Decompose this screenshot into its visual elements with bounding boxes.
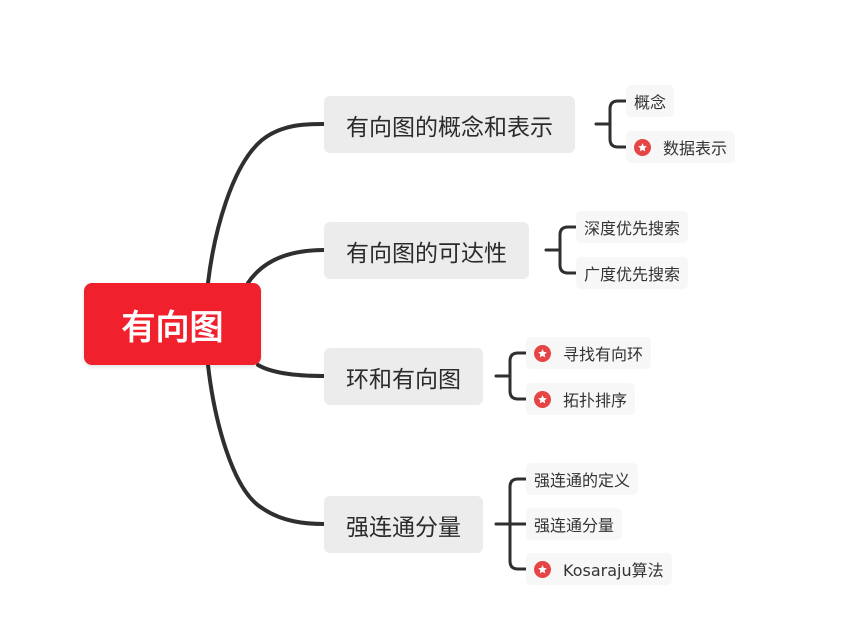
star-icon (534, 344, 551, 362)
star-icon (534, 390, 551, 408)
connector-branch-3-children (494, 351, 528, 401)
branch-node-concept-representation[interactable]: 有向图的概念和表示 (324, 96, 575, 153)
connector-root-branch-1 (206, 122, 326, 285)
branch-label: 有向图的概念和表示 (346, 114, 553, 141)
branch-node-cycles[interactable]: 环和有向图 (324, 348, 483, 405)
branch-node-reachability[interactable]: 有向图的可达性 (324, 222, 529, 279)
leaf-node-concept[interactable]: 概念 (626, 85, 675, 117)
leaf-node-kosaraju[interactable]: Kosaraju算法 (526, 553, 672, 585)
leaf-node-scc-definition[interactable]: 强连通的定义 (526, 463, 639, 495)
leaf-node-topological-sort[interactable]: 拓扑排序 (526, 383, 636, 415)
branch-label: 强连通分量 (346, 514, 461, 541)
connector-root-branch-3 (256, 363, 326, 378)
star-icon (534, 560, 551, 578)
leaf-label: 拓扑排序 (563, 391, 628, 410)
connector-root-branch-4 (206, 363, 326, 526)
connector-branch-1-children (594, 99, 628, 149)
leaf-node-bfs[interactable]: 广度优先搜索 (576, 257, 689, 289)
connector-branch-4-children (494, 477, 528, 571)
leaf-label: 强连通的定义 (534, 471, 631, 490)
leaf-node-scc[interactable]: 强连通分量 (526, 508, 623, 540)
leaf-node-data-representation[interactable]: 数据表示 (626, 131, 736, 163)
leaf-label: 寻找有向环 (563, 345, 644, 364)
leaf-node-find-cycle[interactable]: 寻找有向环 (526, 337, 652, 369)
connector-branch-2-children (544, 225, 578, 275)
root-node[interactable]: 有向图 (84, 283, 261, 365)
connector-root-branch-2 (246, 248, 326, 285)
leaf-label: 深度优先搜索 (584, 219, 681, 238)
root-label: 有向图 (121, 307, 224, 348)
branch-label: 环和有向图 (346, 366, 461, 393)
leaf-node-dfs[interactable]: 深度优先搜索 (576, 211, 689, 243)
star-icon (634, 138, 651, 156)
leaf-label: 概念 (634, 93, 667, 112)
leaf-label: 强连通分量 (534, 516, 615, 535)
branch-node-scc[interactable]: 强连通分量 (324, 496, 483, 553)
branch-label: 有向图的可达性 (346, 240, 507, 267)
leaf-label: 广度优先搜索 (584, 265, 681, 284)
leaf-label: 数据表示 (663, 139, 728, 158)
leaf-label: Kosaraju算法 (563, 561, 664, 580)
